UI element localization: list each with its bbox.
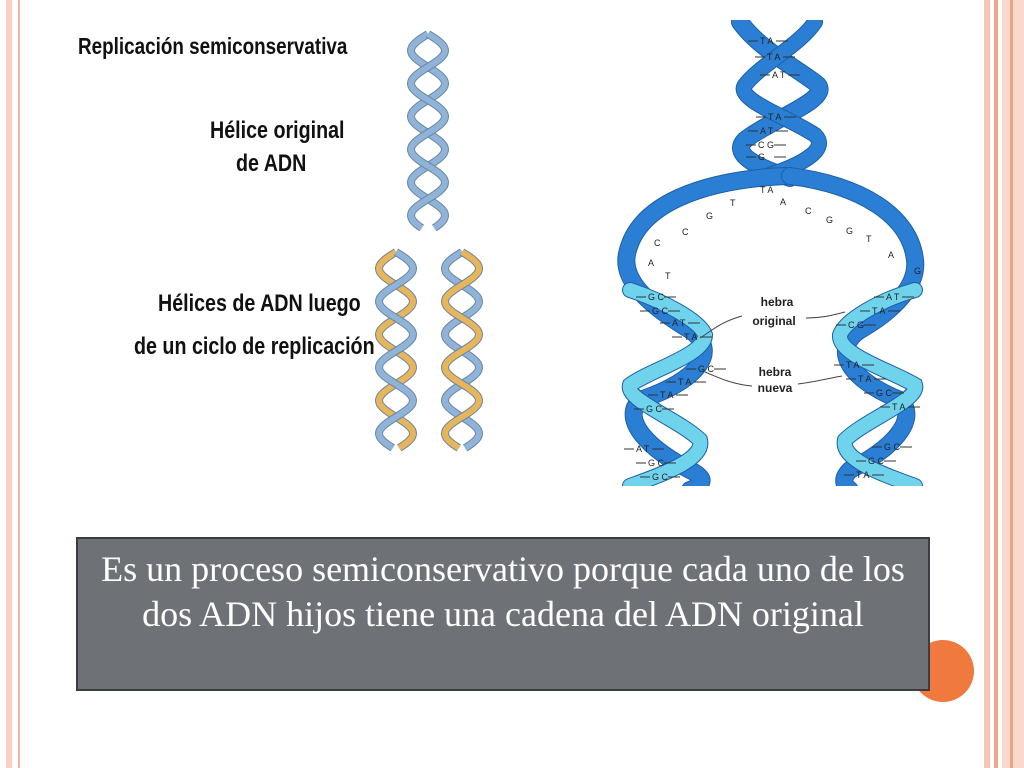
- base-pair-top: T A: [767, 52, 780, 62]
- base-pair-right-daughter: T A: [856, 470, 869, 480]
- base-fork-right: T: [866, 234, 872, 244]
- base-fork-right: G: [826, 215, 833, 225]
- strand-new-label-line1: hebra: [759, 365, 792, 379]
- base-pair-right-daughter: T A: [872, 306, 885, 316]
- original-helix-label-line2: de ADN: [236, 150, 307, 177]
- parent-strand-b: [737, 20, 826, 182]
- base-fork-right: G: [914, 266, 921, 276]
- base-pair-left-daughter: T A: [678, 377, 691, 387]
- right-new-strand: [833, 283, 923, 486]
- base-pair-top: T A: [768, 112, 781, 122]
- base-fork-right: G: [846, 226, 853, 236]
- base-pair-left-daughter: A T: [636, 444, 650, 454]
- replication-fork-labels: hebra original hebra nueva: [699, 295, 846, 395]
- base-pair-right-daughter: G C: [876, 388, 893, 398]
- diagram-title: Replicación semiconservativa: [78, 33, 348, 59]
- base-fork-left: G: [706, 211, 713, 221]
- base-pair-right-daughter: C G: [848, 320, 864, 330]
- replicated-helices-label-line1: Hélices de ADN luego: [158, 290, 361, 317]
- base-pair-left-daughter: T A: [660, 390, 673, 400]
- base-fork-left: A: [648, 258, 654, 268]
- base-pair-left-daughter: G C: [698, 364, 715, 374]
- base-pair-left-daughter: T A: [684, 332, 697, 342]
- right-frame-border: [984, 0, 1024, 768]
- replicated-helices-label-line2: de un ciclo de replicación: [134, 333, 375, 360]
- base-pair-top: A T: [772, 70, 786, 80]
- base-pair-left-daughter: A T: [672, 318, 686, 328]
- base-pair-left-daughter: G C: [648, 292, 665, 302]
- base-pair-right-daughter: T A: [892, 402, 905, 412]
- strand-original-label-line1: hebra: [761, 295, 794, 309]
- base-fork-left: T: [665, 271, 671, 281]
- base-fork-left: C: [682, 227, 689, 237]
- base-pair-left-daughter: G C: [652, 306, 669, 316]
- base-pair-right-daughter: T A: [846, 360, 859, 370]
- base-fork-left: T: [730, 198, 736, 208]
- strand-original-label-line2: original: [752, 314, 795, 328]
- original-helix-label-line1: Hélice original: [210, 117, 345, 144]
- explanation-callout: Es un proceso semiconservativo porque ca…: [76, 537, 930, 691]
- base-pair-right-daughter: A T: [886, 292, 900, 302]
- base-pair-top: A T: [760, 126, 774, 136]
- original-helix: [406, 30, 450, 232]
- base-pair-top: T A: [760, 36, 773, 46]
- base-fork-left: C: [654, 238, 661, 248]
- base-pair-left-daughter: G C: [648, 458, 665, 468]
- base-pair-right-daughter: G C: [868, 456, 885, 466]
- base-pair-right-daughter: T A: [858, 374, 871, 384]
- base-fork-right: A: [888, 250, 894, 260]
- base-pair-top: G: [758, 152, 765, 162]
- strand-new-label-line2: nueva: [758, 381, 793, 395]
- daughter-helix-right: [440, 248, 484, 452]
- left-frame-border: [0, 0, 20, 768]
- base-pair-left-daughter: G C: [646, 404, 663, 414]
- base-pair-right-daughter: G C: [884, 442, 901, 452]
- small-helix-illustrations: [374, 30, 484, 452]
- base-fork-right: C: [805, 206, 812, 216]
- base-pair-left-daughter: G C: [652, 472, 669, 482]
- base-pair-top: C G: [758, 140, 774, 150]
- base-fork-right: A: [780, 197, 786, 207]
- base-fork-right: T A: [760, 185, 773, 195]
- daughter-helix-left: [374, 248, 418, 452]
